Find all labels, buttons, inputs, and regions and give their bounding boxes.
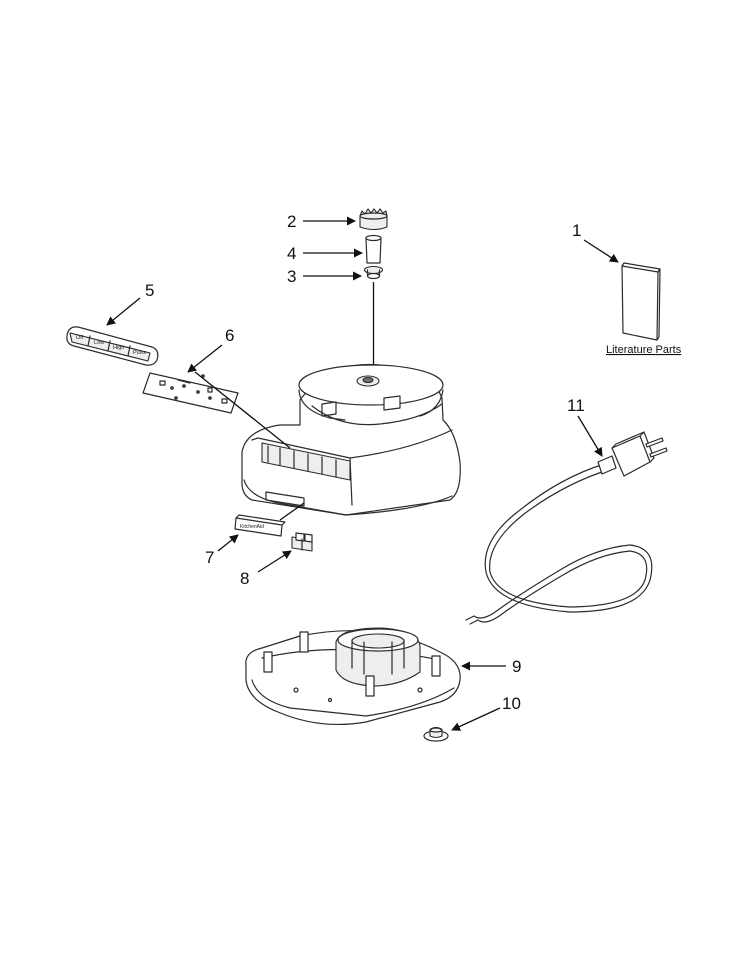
callout-9: 9 bbox=[512, 657, 521, 676]
foot-part bbox=[423, 726, 449, 742]
brand-badge-part: KitchenAid bbox=[234, 514, 286, 537]
leader-8 bbox=[257, 550, 292, 573]
callout-7: 7 bbox=[205, 548, 214, 567]
literature-parts-booklet bbox=[621, 262, 661, 341]
leader-11 bbox=[577, 415, 603, 457]
callout-6: 6 bbox=[225, 326, 234, 345]
leader-10 bbox=[451, 707, 501, 731]
button-low-label: Low bbox=[94, 340, 104, 346]
callout-10: 10 bbox=[502, 694, 521, 713]
drive-shaft-part bbox=[365, 234, 382, 264]
switch-part bbox=[291, 532, 313, 552]
callout-3: 3 bbox=[287, 267, 296, 286]
callout-2: 2 bbox=[287, 212, 296, 231]
leader-1 bbox=[583, 239, 619, 263]
button-off-label: Off bbox=[76, 335, 84, 341]
control-circuit-board bbox=[142, 372, 239, 414]
leader-5 bbox=[106, 297, 141, 326]
button-pulse-label: Pulse bbox=[133, 350, 147, 356]
callout-5: 5 bbox=[145, 281, 154, 300]
leader-7 bbox=[217, 534, 239, 552]
literature-parts-label: Literature Parts bbox=[606, 344, 682, 356]
base-plate-part bbox=[245, 627, 461, 726]
badge-assembly-line bbox=[279, 502, 305, 521]
shaft-washer-part bbox=[363, 265, 384, 280]
callout-11: 11 bbox=[567, 396, 585, 415]
power-cord-part bbox=[465, 431, 668, 625]
leader-6 bbox=[187, 344, 223, 373]
control-panel-assembly-line bbox=[194, 371, 291, 449]
callout-8: 8 bbox=[240, 569, 249, 588]
callout-1: 1 bbox=[572, 221, 581, 240]
control-panel-button-strip: Off Low High Pulse bbox=[66, 326, 159, 366]
drive-coupler-part bbox=[359, 208, 388, 231]
motor-base-housing bbox=[241, 363, 461, 516]
button-high-label: High bbox=[113, 345, 124, 351]
badge-brand-text: KitchenAid bbox=[240, 524, 264, 530]
callout-4: 4 bbox=[287, 244, 296, 263]
